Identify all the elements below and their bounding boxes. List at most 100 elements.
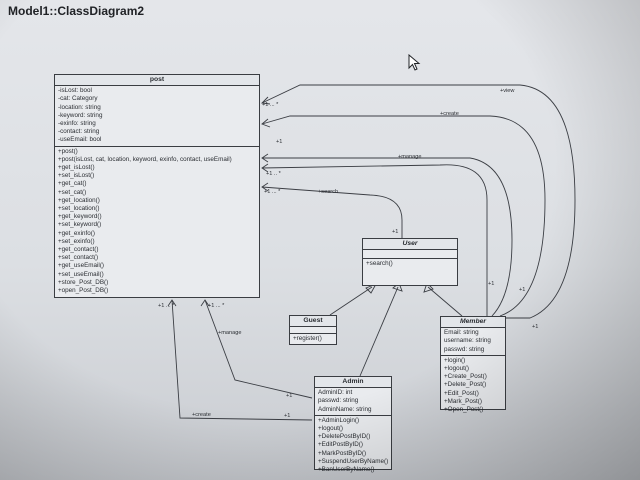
operation: +EditPostByID() [318,441,363,449]
operation: +BanUserByName() [318,466,375,474]
class-user[interactable]: User +search() [362,238,458,286]
operation: +open_Post_DB() [58,287,109,295]
attribute: -contact: string [58,128,100,136]
operation: +search() [366,260,393,268]
attribute: AdminID: int [318,389,353,397]
admin-manage-arrowhead [200,299,210,307]
operation: +get_useEmail() [58,262,105,270]
operation: +Delete_Post() [444,381,487,389]
view-arrowhead [261,96,271,105]
class-post-attributes: -isLost: bool -cat: Category -location: … [55,86,259,147]
multiplicity-admin-manage-post: +1 ... * [208,303,225,309]
diagram-title: Model1::ClassDiagram2 [8,4,145,18]
class-member[interactable]: Member Email: string username: string pa… [440,316,506,413]
class-user-name: User [363,239,457,251]
class-user-attributes [363,250,457,260]
operation: +Open_Post() [444,406,484,414]
class-post[interactable]: post -isLost: bool -cat: Category -locat… [54,74,260,298]
class-post-operations: +post() +post(isLost, cat, location, key… [55,147,259,297]
operation: +get_isLost() [58,164,95,172]
attribute: -location: string [58,103,101,111]
class-guest-operations: +register() [290,334,336,344]
mouse-cursor-icon [408,54,421,71]
class-admin-operations: +AdminLogin() +logout() +DeletePostByID(… [315,416,391,475]
multiplicity-admin-manage: +1 [286,393,293,399]
operation: +get_keyword() [58,213,102,221]
class-guest[interactable]: Guest +register() [289,315,337,345]
attribute: username: string [444,337,491,345]
admin-create-label: +create [192,412,211,418]
member-generalization-head [423,282,434,293]
multiplicity-admin-create: +1 [284,413,291,419]
admin-create-line [171,299,313,421]
operation: +get_cat() [58,180,87,188]
multiplicity-member-a: +1 [488,281,495,287]
multiplicity-create-post: +1 [276,139,283,145]
operation: +login() [444,356,466,364]
multiplicity-user: +1 [392,229,399,235]
multiplicity-view-post: +1 ... * [262,102,279,108]
operation: +get_exinfo() [58,229,95,237]
operation: +logout() [318,425,344,433]
operation: +AdminLogin() [318,416,360,424]
attribute: -exinfo: string [58,120,96,128]
operation: +get_location() [58,196,100,204]
attribute: Email: string [444,329,479,337]
multiplicity-member-c: +1 [532,324,539,330]
create-association-line [261,115,546,317]
attribute: -isLost: bool [58,87,92,95]
operation: +register() [293,335,322,343]
manage-label: +manage [398,154,422,160]
class-admin-name: Admin [315,377,391,389]
class-member-operations: +login() +logout() +Create_Post() +Delet… [441,356,505,415]
class-member-name: Member [441,317,505,329]
operation: +SuspendUserByName() [318,457,388,465]
admin-manage-line [204,299,313,399]
operation: +post() [58,147,78,155]
admin-manage-label: +manage [218,330,242,336]
attribute: AdminName: string [318,405,372,413]
class-guest-attributes [290,327,336,335]
member-post-link-line [261,164,488,316]
operation: +Edit_Post() [444,389,479,397]
class-user-operations: +search() [363,259,457,269]
multiplicity-search-post: +1 ... * [264,189,281,195]
search-association-line [261,186,403,238]
link-arrowhead [261,163,269,173]
member-generalization-line [427,286,463,317]
attribute: -useEmail: bool [58,136,102,144]
class-admin-attributes: AdminID: int passwd: string AdminName: s… [315,388,391,416]
multiplicity-member-b: +1 [519,287,526,293]
operation: +post(isLost, cat, location, keyword, ex… [58,155,232,163]
admin-create-arrowhead [167,299,177,307]
view-label: +view [500,88,515,94]
operation: +get_contact() [58,246,99,254]
create-arrowhead [261,118,271,128]
multiplicity-admin-create-post: +1 ... * [158,303,175,309]
attribute: passwd: string [318,397,359,405]
view-association-line [261,84,576,319]
operation: +Mark_Post() [444,397,482,405]
operation: +set_keyword() [58,221,102,229]
class-guest-name: Guest [290,316,336,328]
multiplicity-manage-post: +1 .. * [266,171,281,177]
class-member-attributes: Email: string username: string passwd: s… [441,328,505,356]
operation: +DeletePostByID() [318,433,371,441]
operation: +set_exinfo() [58,237,95,245]
operation: +store_Post_DB() [58,278,109,286]
class-post-name: post [55,75,259,87]
operation: +set_isLost() [58,172,95,180]
operation: +logout() [444,365,470,373]
operation: +set_location() [58,205,100,213]
operation: +set_useEmail() [58,270,104,278]
search-label: +search [318,189,339,195]
operation: +MarkPostByID() [318,449,367,457]
operation: +Create_Post() [444,373,487,381]
attribute: -keyword: string [58,111,103,119]
manage-association-line [262,157,513,317]
guest-generalization-head [365,283,378,294]
operation: +set_contact() [58,254,99,262]
class-admin[interactable]: Admin AdminID: int passwd: string AdminN… [314,376,392,473]
